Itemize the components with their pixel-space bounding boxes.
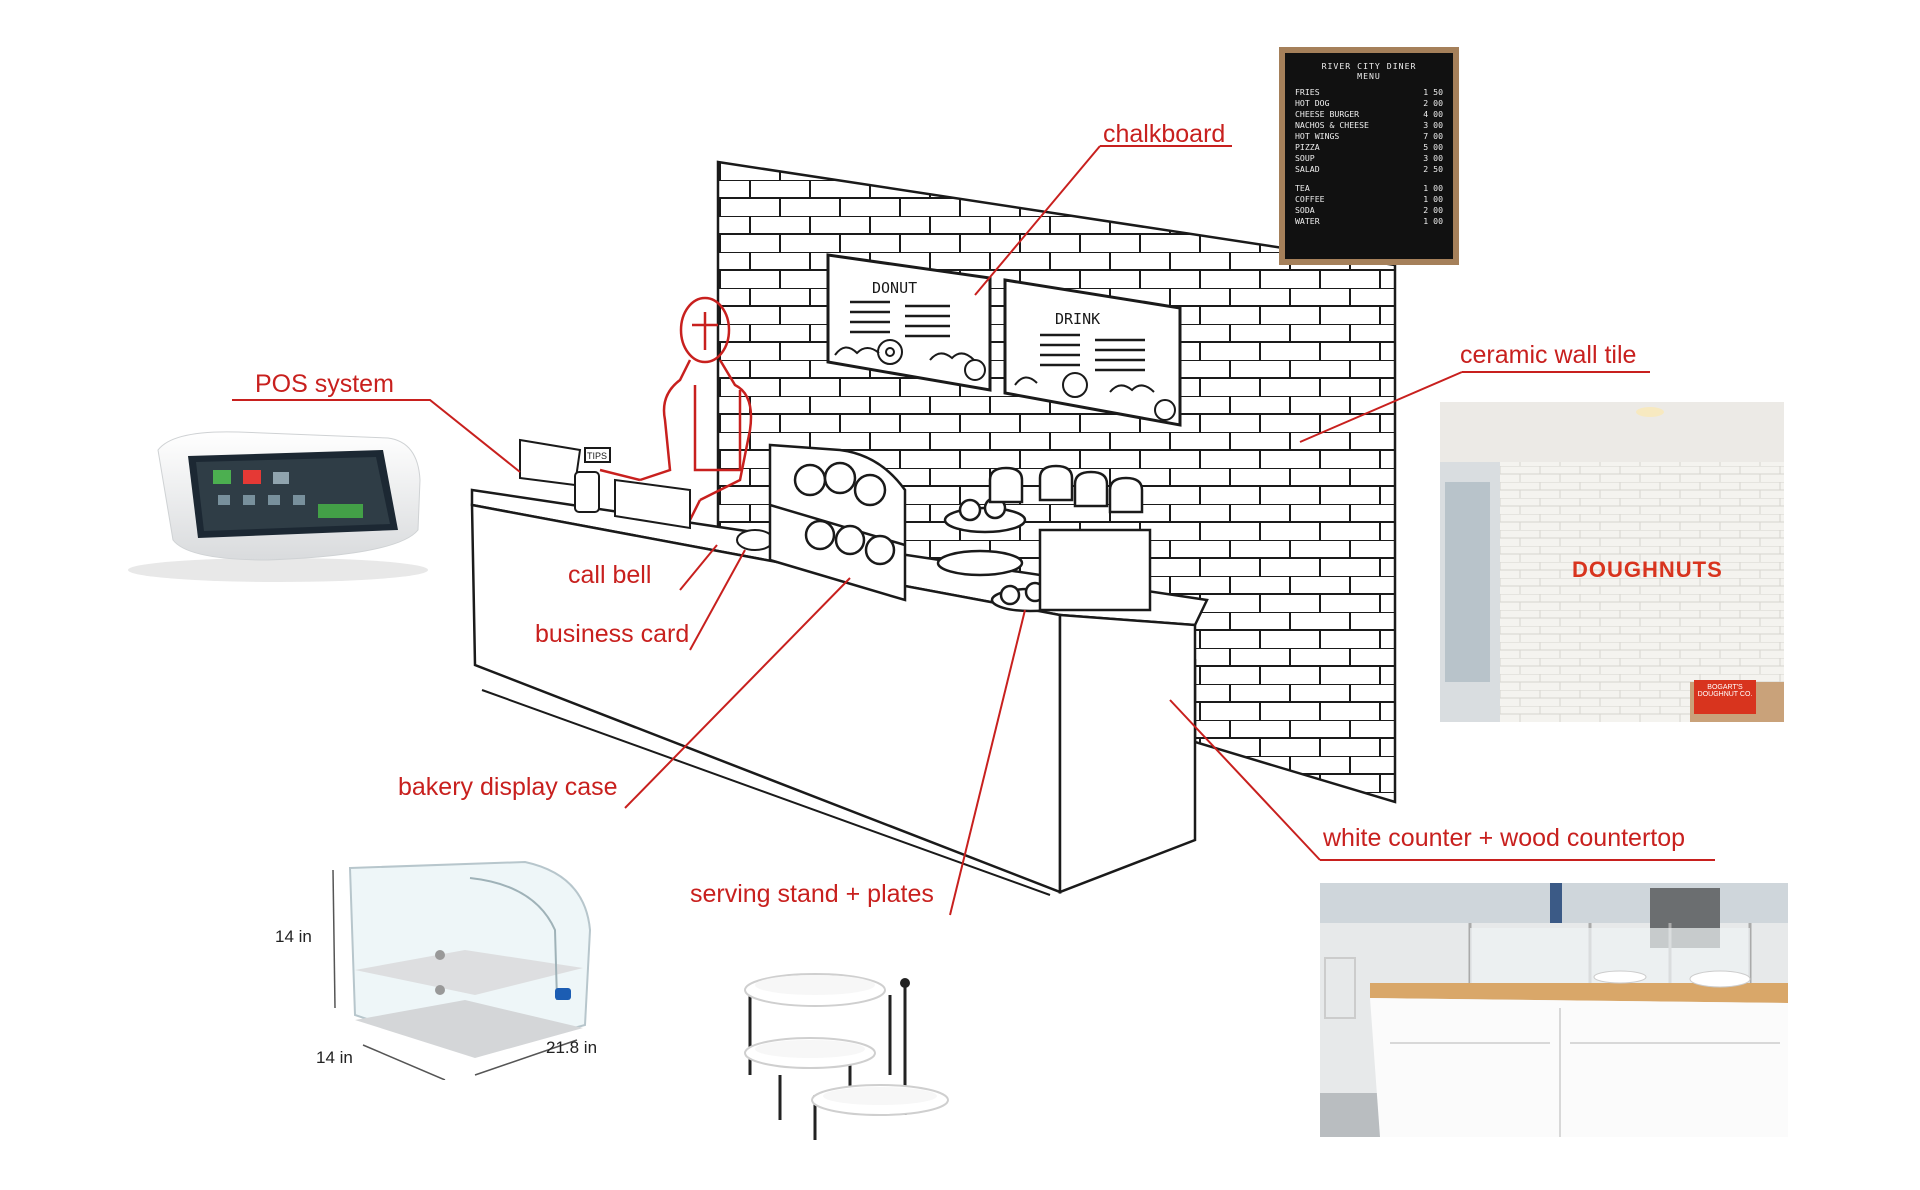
register-sketch: TIPS <box>519 438 774 551</box>
doughnuts-sign: DOUGHNUTS <box>1572 557 1723 582</box>
display-case-photo <box>332 860 592 1080</box>
callout-line-pos <box>232 399 521 473</box>
pos-terminal-photo <box>128 431 428 582</box>
counter <box>470 488 1209 896</box>
callout-line-business-card <box>689 549 746 651</box>
callout-line-white-counter <box>1169 699 1715 861</box>
chalkboard-right: DRINK <box>1003 278 1182 427</box>
callout-line-call-bell <box>679 544 718 591</box>
callout-lines <box>232 145 1715 916</box>
serving-stand-sketch <box>936 464 1152 613</box>
label-chalkboard: chalkboard <box>1103 120 1226 148</box>
chalkboard-left-title: DONUT <box>872 279 917 297</box>
callout-line-display-case <box>624 577 851 809</box>
callout-line-serving-stand <box>949 609 1026 916</box>
label-bakery-display-case: bakery display case <box>398 773 618 801</box>
bogarts-sign-line1: BOGART'S <box>1707 684 1743 691</box>
serving-stand-photo <box>744 973 949 1140</box>
label-white-counter: white counter + wood countertop <box>1323 824 1686 852</box>
chalkboard-right-title: DRINK <box>1055 310 1100 328</box>
callout-line-ceramic-tile <box>1299 371 1650 443</box>
label-ceramic-wall-tile: ceramic wall tile <box>1460 341 1637 369</box>
label-business-card: business card <box>535 620 690 648</box>
tips-jar-label: TIPS <box>587 451 607 461</box>
menu-subtitle: MENU <box>1357 71 1381 81</box>
label-pos-system: POS system <box>255 370 394 398</box>
callout-line-chalkboard <box>974 145 1232 296</box>
chalkboard-left: DONUT <box>826 253 992 392</box>
menu-title: RIVER CITY DINER <box>1321 61 1417 71</box>
dim-height: 14 in <box>275 927 312 946</box>
bogarts-sign-line2: DOUGHNUT CO. <box>1697 691 1753 698</box>
display-case-sketch <box>768 443 907 602</box>
bogarts-sign: BOGART'S DOUGHNUT CO. <box>1694 680 1756 714</box>
white-counter-photo <box>1320 883 1788 1137</box>
label-call-bell: call bell <box>568 561 652 589</box>
dim-depth: 14 in <box>316 1048 353 1067</box>
cashier-figure <box>599 296 753 521</box>
doughnut-shop-wall-photo: DOUGHNUTS BOGART'S DOUGHNUT CO. <box>1440 402 1784 722</box>
label-serving-stand: serving stand + plates <box>690 880 934 908</box>
dim-width: 21.8 in <box>546 1038 598 1057</box>
